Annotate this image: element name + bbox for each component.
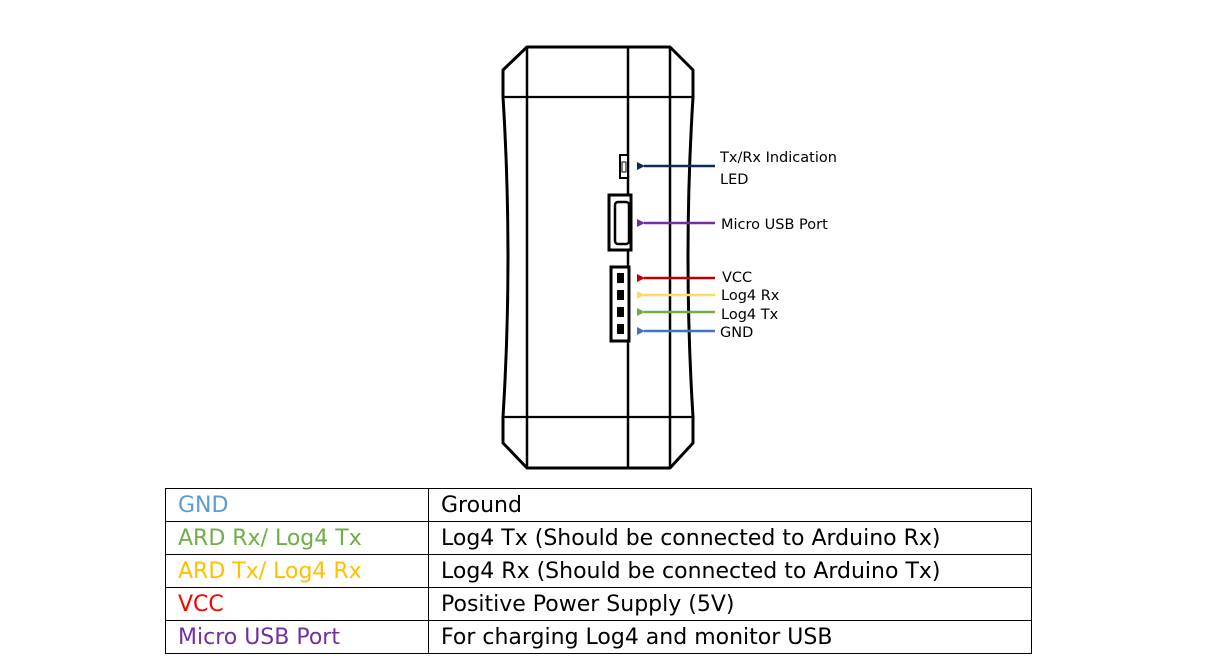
pin-description-cell: For charging Log4 and monitor USB — [428, 620, 1032, 654]
pin-log4-rx — [617, 290, 624, 300]
table-row: GND Ground — [165, 488, 1032, 522]
led-label-line1: Tx/Rx Indication — [719, 150, 837, 166]
pin-name-cell: VCC — [165, 587, 429, 621]
table-row: VCC Positive Power Supply (5V) — [165, 587, 1032, 621]
pin-description-cell: Log4 Tx (Should be connected to Arduino … — [428, 521, 1032, 555]
table-row: ARD Tx/ Log4 Rx Log4 Rx (Should be conne… — [165, 554, 1032, 588]
table-row: Micro USB Port For charging Log4 and mon… — [165, 620, 1032, 654]
pin-name-cell: Micro USB Port — [165, 620, 429, 654]
usb-label: Micro USB Port — [721, 217, 828, 233]
pin-gnd — [617, 324, 624, 334]
pin-description-cell: Positive Power Supply (5V) — [428, 587, 1032, 621]
pin-description-cell: Log4 Rx (Should be connected to Arduino … — [428, 554, 1032, 588]
pin-name-cell: GND — [165, 488, 429, 522]
pin-description-cell: Ground — [428, 488, 1032, 522]
led-window — [621, 161, 627, 173]
pin-header — [609, 265, 631, 343]
log4-tx-label: Log4 Tx — [721, 307, 779, 323]
device-body — [501, 45, 695, 470]
micro-usb-socket — [613, 200, 631, 246]
pin-name-cell: ARD Tx/ Log4 Rx — [165, 554, 429, 588]
device-diagram: Tx/Rx Indication LED Micro USB Port VCC … — [501, 45, 837, 470]
vcc-label: VCC — [722, 270, 752, 286]
pin-name-cell: ARD Rx/ Log4 Tx — [165, 521, 429, 555]
pin-description-table: GND Ground ARD Rx/ Log4 Tx Log4 Tx (Shou… — [165, 488, 1032, 654]
led-label-line2: LED — [720, 172, 748, 188]
gnd-label: GND — [720, 325, 753, 341]
table-row: ARD Rx/ Log4 Tx Log4 Tx (Should be conne… — [165, 521, 1032, 555]
pin-log4-tx — [617, 307, 624, 317]
pin-vcc — [617, 273, 624, 283]
log4-rx-label: Log4 Rx — [721, 288, 780, 304]
